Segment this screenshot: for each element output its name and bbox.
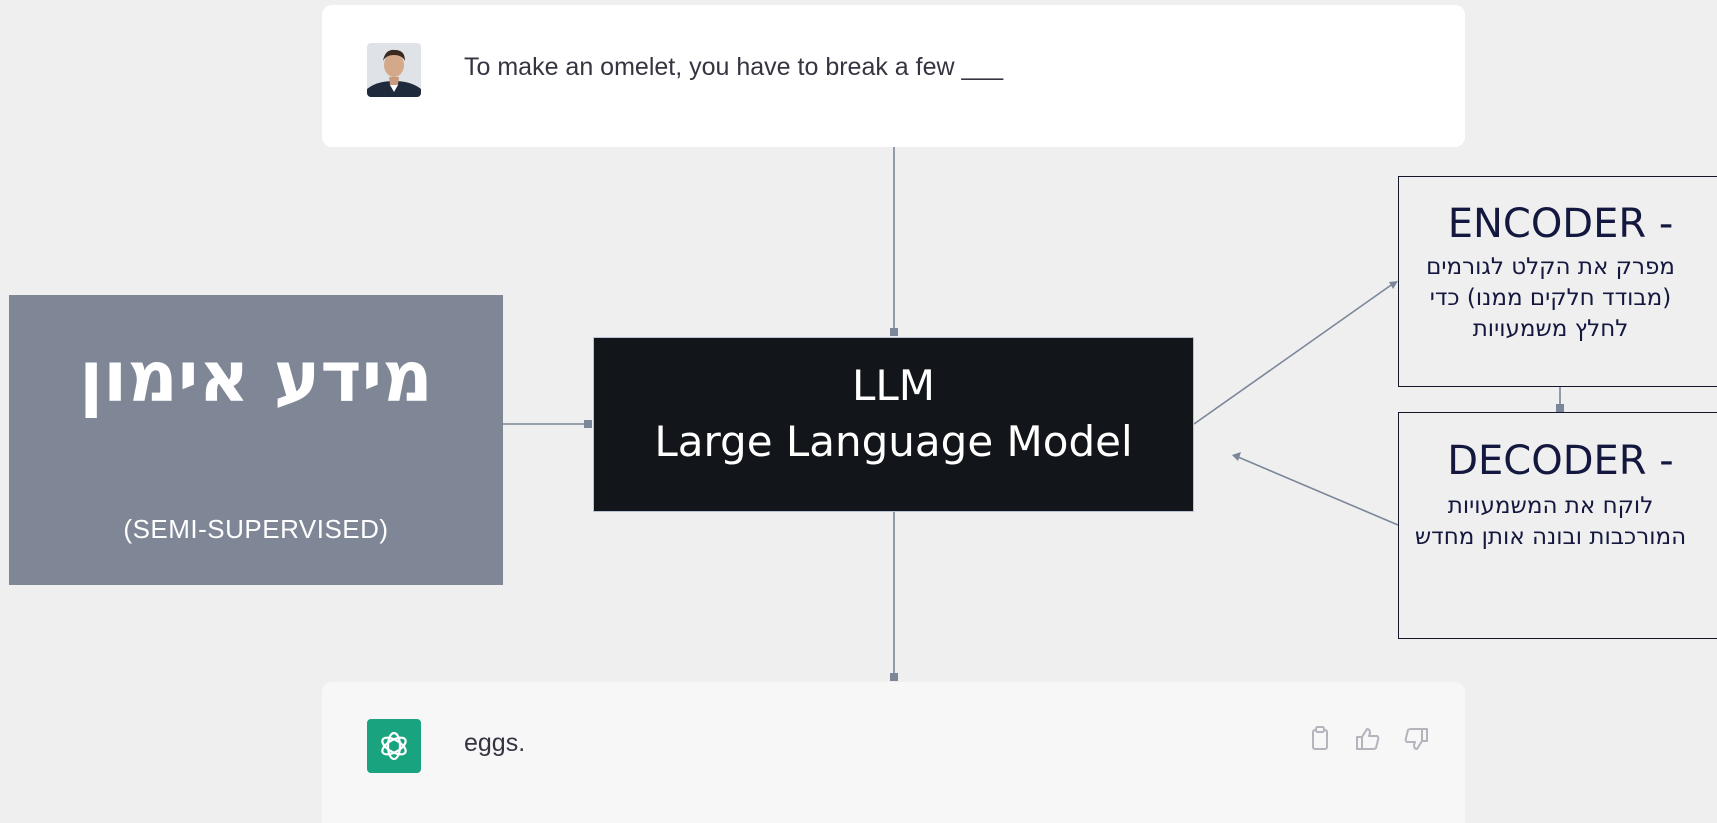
connector-end-square (584, 420, 592, 428)
thumbs-up-icon[interactable] (1353, 724, 1383, 754)
prompt-card: To make an omelet, you have to break a f… (322, 5, 1465, 147)
llm-subtitle: Large Language Model (654, 417, 1133, 466)
decoder-title: DECODER - (1447, 438, 1674, 484)
encoder-box: ENCODER - מפרק את הקלט לגורמים (מבודד חל… (1398, 176, 1717, 387)
connector-decoder-llm (1237, 456, 1399, 526)
connector-llm-encoder (1193, 282, 1395, 425)
thumbs-down-icon[interactable] (1401, 724, 1431, 754)
connector-end-square (890, 328, 898, 336)
copy-icon[interactable] (1305, 724, 1335, 754)
response-card: eggs. (322, 682, 1465, 823)
decoder-description: לוקח את המשמעויות המורכבות ובונה אותן מח… (1414, 493, 1687, 550)
chatgpt-logo-icon (367, 719, 421, 773)
llm-title: LLM (851, 361, 936, 410)
training-data-subtitle: (SEMI-SUPERVISED) (123, 514, 389, 544)
connector-end-square (1556, 404, 1564, 412)
response-text: eggs. (464, 729, 526, 757)
training-data-block: מידע אימון (SEMI-SUPERVISED) (9, 295, 503, 585)
decoder-box: DECODER - לוקח את המשמעויות המורכבות ובו… (1398, 412, 1717, 639)
encoder-title: ENCODER - (1447, 201, 1674, 247)
training-data-title: מידע אימון (79, 336, 433, 418)
user-photo-icon (367, 43, 421, 97)
llm-block: LLM Large Language Model (593, 337, 1194, 512)
connector-arrowhead (1389, 281, 1398, 289)
connector-arrowhead (1232, 452, 1241, 461)
prompt-text: To make an omelet, you have to break a f… (464, 53, 1004, 81)
connector-end-square (890, 673, 898, 681)
encoder-description: מפרק את הקלט לגורמים (מבודד חלקים ממנו) … (1426, 254, 1675, 342)
